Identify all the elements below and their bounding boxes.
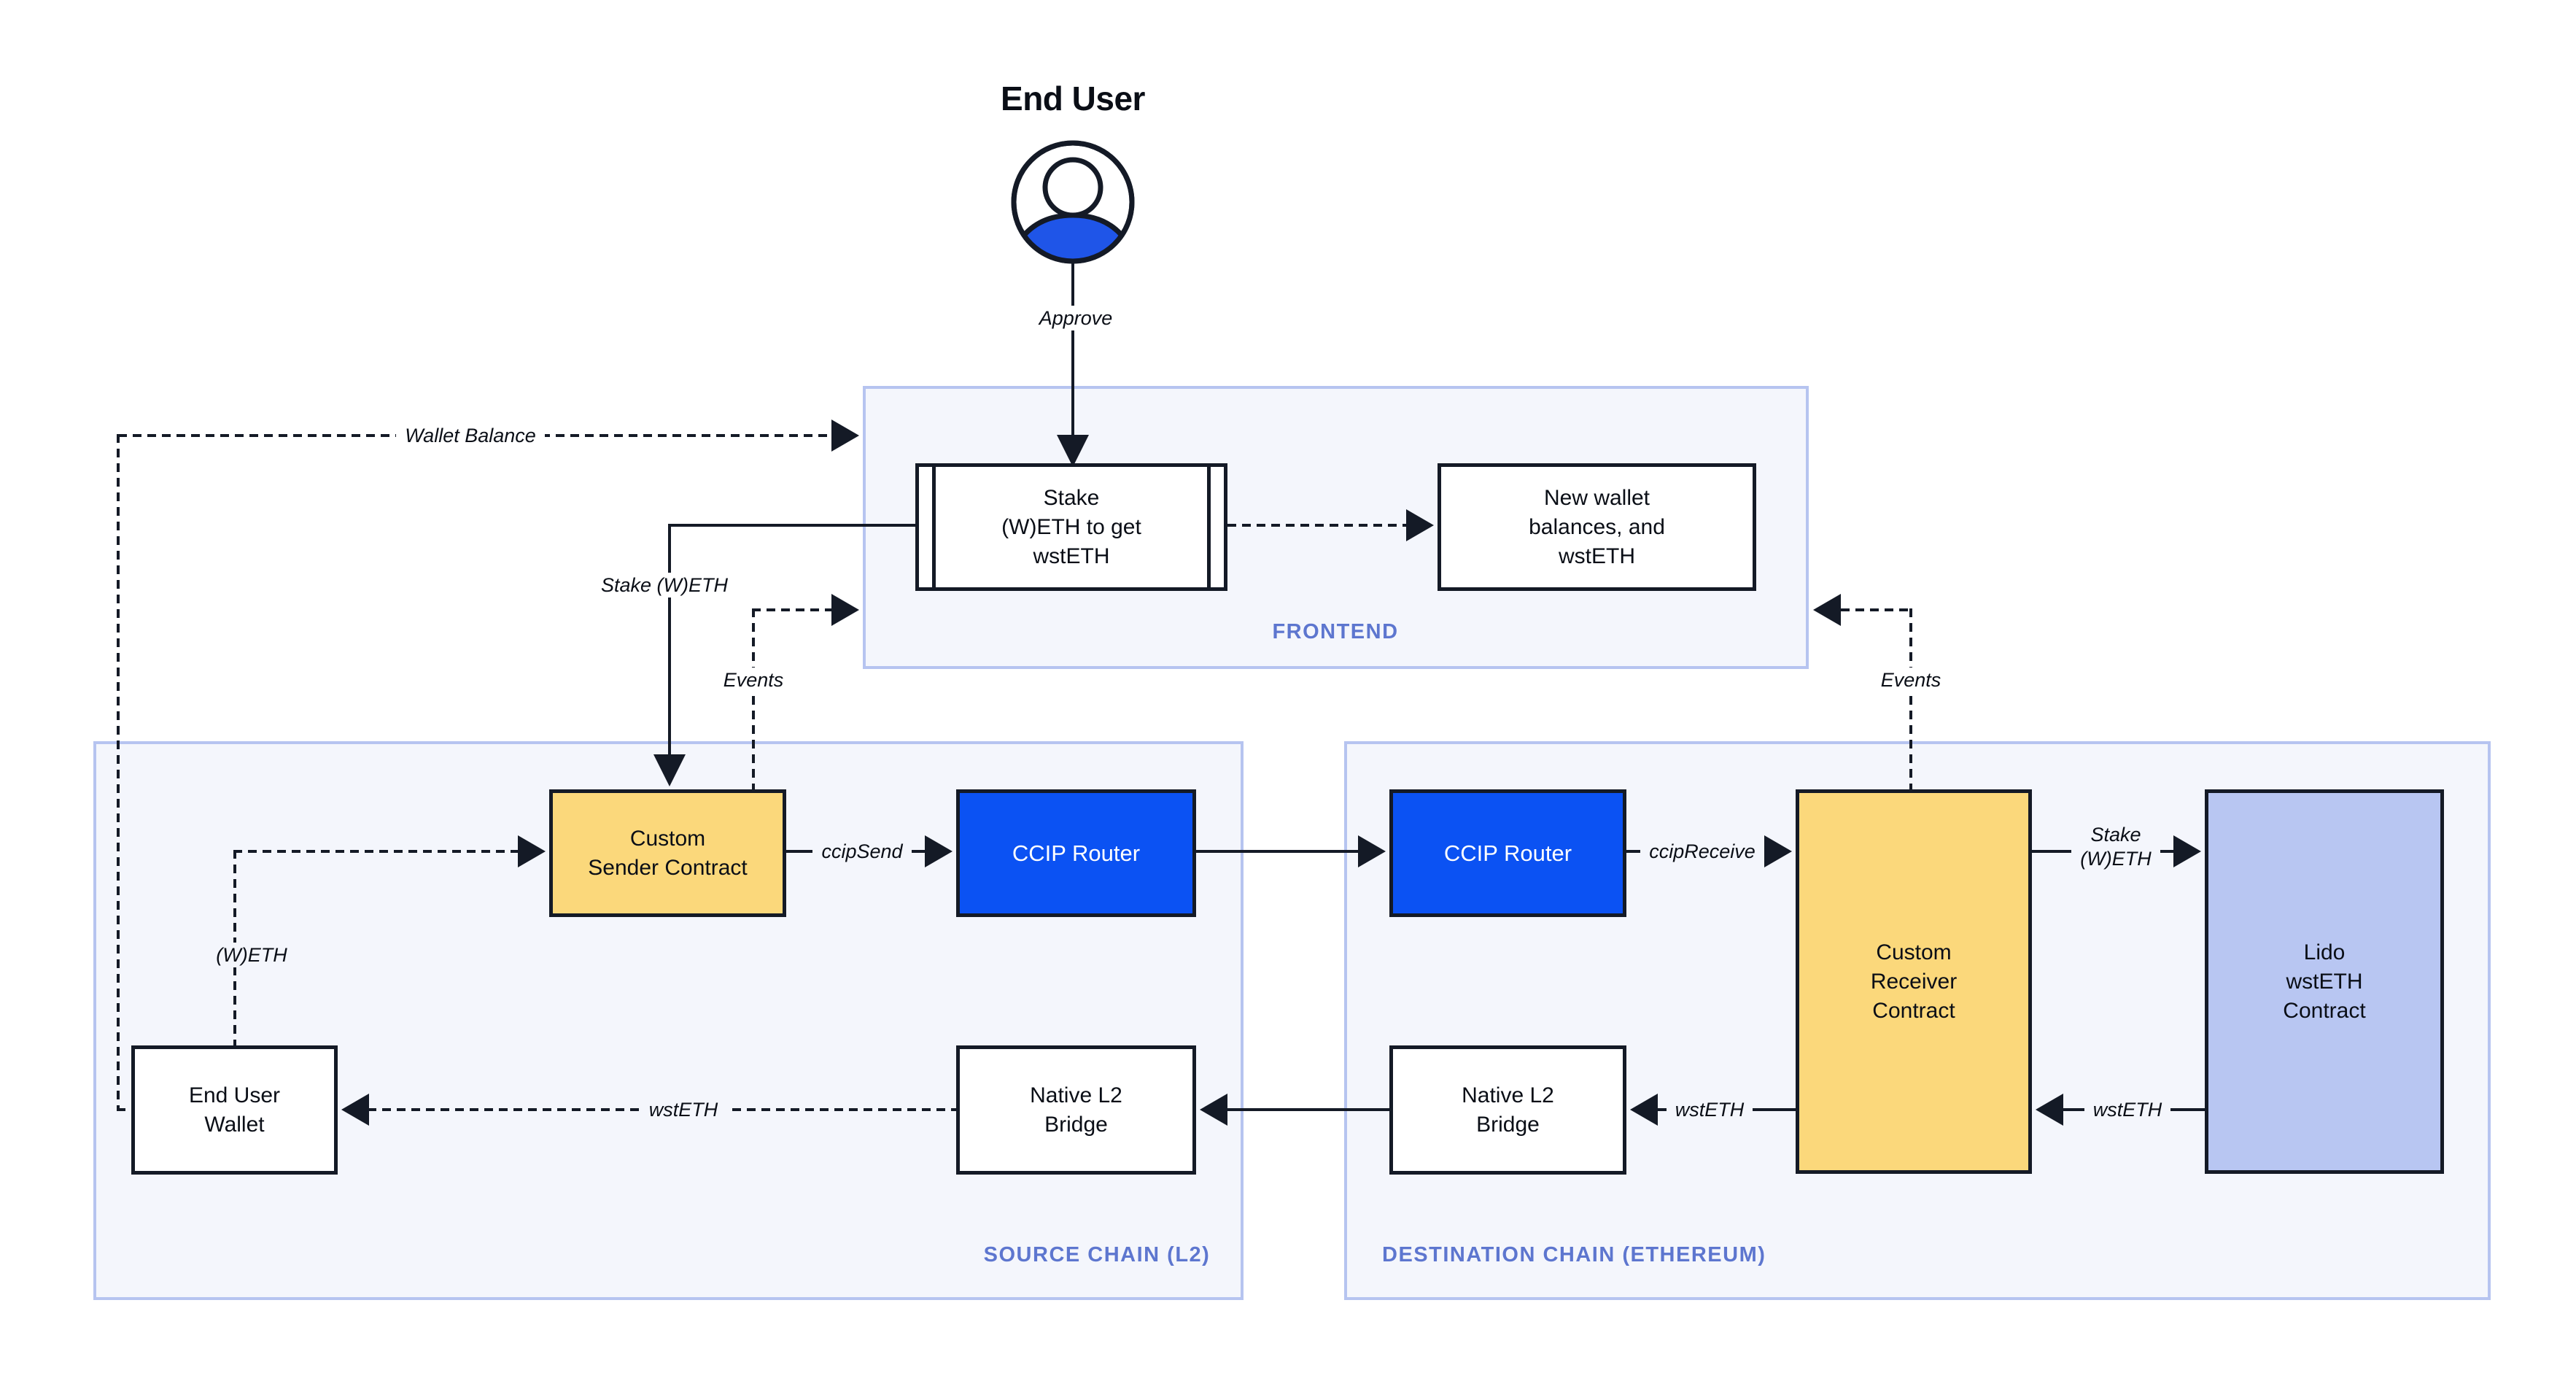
wallet-balance-label: Wallet Balance bbox=[361, 423, 580, 448]
end-user-wallet-node: End User Wallet bbox=[131, 1045, 338, 1175]
approve-label: Approve bbox=[966, 306, 1185, 330]
stake-to-newwallet-line bbox=[1227, 524, 1408, 527]
custom-receiver-line2: Receiver bbox=[1870, 969, 1958, 994]
weth-hline bbox=[233, 850, 519, 853]
stake-weth-arrowhead bbox=[653, 754, 686, 786]
lido-wsteth-node: Lido wstETH Contract bbox=[2205, 789, 2444, 1174]
bridge-to-bridge-arrowhead bbox=[1200, 1094, 1227, 1126]
events-left-hline bbox=[752, 608, 831, 611]
events-right-vline bbox=[1909, 608, 1912, 789]
wsteth-receiver-arrowhead bbox=[1630, 1094, 1658, 1126]
ccip-router-source-node: CCIP Router bbox=[956, 789, 1196, 917]
router-to-router-arrowhead bbox=[1358, 835, 1386, 867]
custom-receiver-line1: Custom bbox=[1876, 940, 1952, 964]
end-user-title: End User bbox=[1001, 80, 1145, 117]
end-user-wallet-line1: End User bbox=[188, 1083, 281, 1107]
wsteth-receiver-label: wstETH bbox=[1600, 1097, 1819, 1122]
wsteth-to-wallet-arrowhead bbox=[341, 1094, 369, 1126]
ccipreceive-label: ccipReceive bbox=[1593, 839, 1812, 864]
wallet-balance-vertical-line bbox=[117, 434, 120, 1110]
native-bridge-source-line1: Native L2 bbox=[1030, 1083, 1122, 1107]
events-right-label: Events bbox=[1801, 668, 2020, 692]
bridge-to-bridge-line bbox=[1226, 1108, 1389, 1111]
lido-line2: wstETH bbox=[2286, 969, 2363, 994]
events-left-arrowhead bbox=[831, 594, 859, 626]
new-wallet-node: New wallet balances, and wstETH bbox=[1438, 463, 1756, 591]
stake-widget-line1: Stake bbox=[1043, 485, 1100, 510]
weth-label: (W)ETH bbox=[142, 943, 361, 967]
source-chain-label: SOURCE CHAIN (L2) bbox=[983, 1243, 1211, 1266]
ccipsend-arrowhead bbox=[925, 835, 953, 867]
stake-weth-hline bbox=[668, 524, 915, 527]
new-wallet-line2: balances, and bbox=[1529, 514, 1665, 539]
custom-sender-line2: Sender Contract bbox=[588, 855, 748, 880]
stake-widget-line2: (W)ETH to get bbox=[1001, 514, 1141, 539]
native-bridge-dest-line2: Bridge bbox=[1476, 1112, 1540, 1137]
native-bridge-dest-node: Native L2 Bridge bbox=[1389, 1045, 1626, 1175]
events-right-hline bbox=[1841, 608, 1912, 611]
ccip-router-dest-node: CCIP Router bbox=[1389, 789, 1626, 917]
ccipreceive-arrowhead bbox=[1764, 835, 1792, 867]
approve-arrowhead bbox=[1057, 435, 1089, 467]
router-to-router-line bbox=[1196, 850, 1359, 853]
stake-weth-vline bbox=[668, 524, 671, 754]
events-left-label: Events bbox=[644, 668, 863, 692]
custom-receiver-line3: Contract bbox=[1872, 998, 1955, 1023]
ccip-router-source-label: CCIP Router bbox=[1012, 840, 1141, 866]
native-bridge-dest-line1: Native L2 bbox=[1462, 1083, 1554, 1107]
lido-line1: Lido bbox=[2303, 940, 2346, 964]
wsteth-to-wallet-label: wstETH bbox=[574, 1097, 793, 1122]
stake-to-newwallet-arrowhead bbox=[1406, 509, 1434, 541]
stake-widget-right-bar bbox=[1207, 467, 1211, 587]
native-bridge-source-line2: Bridge bbox=[1044, 1112, 1108, 1137]
custom-sender-node: Custom Sender Contract bbox=[549, 789, 786, 917]
stake-weth-label: Stake (W)ETH bbox=[555, 573, 774, 597]
approve-line bbox=[1071, 261, 1074, 438]
events-left-vline bbox=[752, 608, 755, 789]
stake-widget-left-bar bbox=[932, 467, 936, 587]
events-right-arrowhead bbox=[1813, 594, 1841, 626]
ccip-router-dest-label: CCIP Router bbox=[1443, 840, 1572, 866]
weth-arrowhead bbox=[518, 835, 546, 867]
wallet-balance-stub-line bbox=[117, 1108, 133, 1111]
stake-weth-dest-arrowhead bbox=[2173, 835, 2201, 867]
frontend-section-label: FRONTEND bbox=[1272, 620, 1399, 643]
stake-widget-line3: wstETH bbox=[1033, 544, 1110, 568]
wsteth-lido-label: wstETH bbox=[2018, 1097, 2237, 1122]
stake-weth-dest-label: Stake (W)ETH bbox=[2006, 822, 2225, 871]
custom-sender-line1: Custom bbox=[629, 826, 706, 851]
native-bridge-source-node: Native L2 Bridge bbox=[956, 1045, 1196, 1175]
person-icon bbox=[1004, 135, 1142, 277]
lido-line3: Contract bbox=[2283, 998, 2366, 1023]
wallet-balance-arrowhead bbox=[831, 419, 859, 452]
end-user-wallet-line2: Wallet bbox=[204, 1112, 265, 1137]
destination-chain-label: DESTINATION CHAIN (ETHEREUM) bbox=[1382, 1243, 1766, 1266]
wsteth-lido-arrowhead bbox=[2036, 1094, 2063, 1126]
custom-receiver-node: Custom Receiver Contract bbox=[1796, 789, 2032, 1174]
ccipsend-label: ccipSend bbox=[753, 839, 971, 864]
new-wallet-line1: New wallet bbox=[1543, 485, 1650, 510]
stake-widget-node: Stake (W)ETH to get wstETH bbox=[915, 463, 1227, 591]
new-wallet-line3: wstETH bbox=[1559, 544, 1635, 568]
